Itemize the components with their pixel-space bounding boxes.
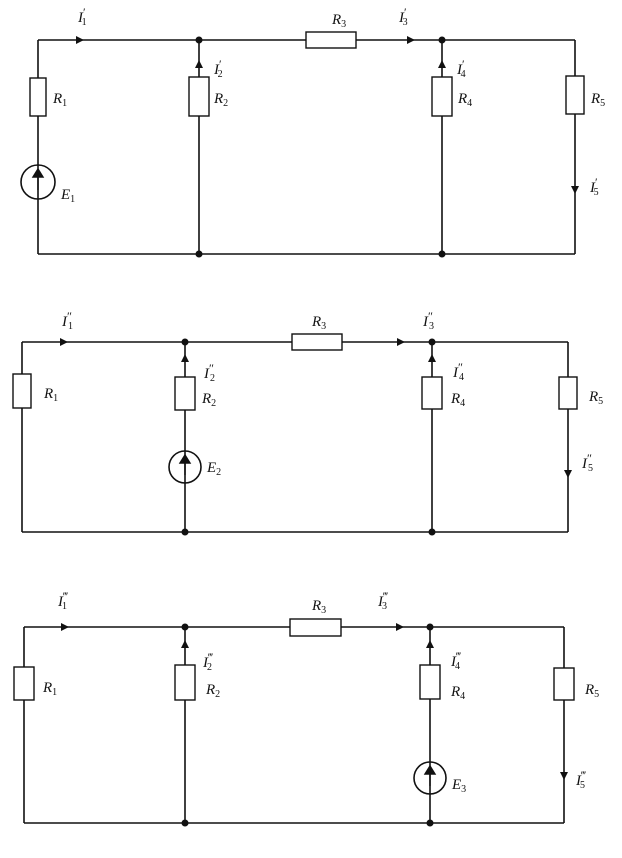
circuit-3-resistor-r5	[553, 667, 575, 701]
circuit-3: R1 R2 R3 R4 R5 E3 I‴1 I‴2 I‴3 I‴4 I‴5	[13, 589, 599, 827]
circuit-2-label-r5: R5	[588, 389, 603, 407]
circuit-1-label-r3: R3	[331, 12, 346, 30]
circuit-1-node-top-r4	[438, 36, 446, 44]
circuit-2-label-i2: I″2	[203, 361, 215, 384]
circuit-2-resistor-r1	[12, 373, 32, 409]
circuit-3-label-i3: I‴3	[377, 589, 388, 612]
circuit-1-i1-arrow-icon	[76, 36, 84, 44]
circuit-2-label-r2: R2	[201, 391, 216, 409]
circuit-3-i5-arrow-icon	[560, 772, 568, 780]
circuit-1-label-i4: I′4	[456, 57, 466, 80]
circuit-1-i4-arrow-icon	[438, 60, 446, 68]
circuit-1-label-i3: I′3	[398, 5, 408, 28]
circuit-2-label-r1: R1	[43, 386, 58, 404]
circuit-2: R1 R2 R3 R4 R5 E2 I″1 I″2 I″3 I″4 I″5	[12, 309, 603, 536]
circuit-1-resistor-r2	[188, 76, 210, 117]
circuit-2-node-bottom-r4	[428, 528, 436, 536]
circuit-3-label-r1: R1	[42, 680, 57, 698]
circuit-3-label-i1: I‴1	[57, 589, 68, 612]
circuit-1-label-i5: I′5	[589, 175, 599, 198]
circuit-1-node-bottom-r2	[195, 250, 203, 258]
circuit-2-label-i3: I″3	[422, 309, 434, 332]
circuit-3-label-r4: R4	[450, 684, 465, 702]
circuit-1-source-arrow-icon	[31, 167, 45, 190]
circuit-2-node-top-r4	[428, 338, 436, 346]
circuit-2-node-bottom-r2	[181, 528, 189, 536]
circuit-3-node-top-r4	[426, 623, 434, 631]
circuit-2-resistor-r5	[558, 376, 578, 410]
circuit-1-node-top-r2	[195, 36, 203, 44]
circuit-3-source-arrow-icon	[423, 764, 437, 786]
circuit-1-voltage-source-e1	[20, 164, 56, 200]
circuit-3-label-r3: R3	[311, 598, 326, 616]
circuit-2-label-e2: E2	[206, 460, 221, 478]
circuit-3-resistor-r1	[13, 666, 35, 701]
circuit-1-label-i1: I′1	[77, 5, 87, 28]
circuit-1: R1 R2 R3 R4 R5 E1 I′1 I′2 I′3 I′4 I′5	[20, 5, 605, 258]
circuit-3-resistor-r4	[419, 664, 441, 700]
circuit-1-resistor-r3	[305, 31, 357, 49]
circuit-2-label-i5: I″5	[581, 451, 593, 474]
circuit-2-voltage-source-e2	[168, 450, 202, 484]
circuit-1-label-r5: R5	[590, 91, 605, 109]
circuit-2-i5-arrow-icon	[564, 470, 572, 478]
circuit-2-label-i1: I″1	[61, 309, 73, 332]
circuit-2-node-top-r2	[181, 338, 189, 346]
circuit-3-label-r2: R2	[205, 682, 220, 700]
circuit-3-voltage-source-e3	[413, 761, 447, 795]
circuit-1-resistor-r4	[431, 76, 453, 117]
circuit-3-node-top-r2	[181, 623, 189, 631]
circuit-1-i5-arrow-icon	[571, 186, 579, 194]
circuit-1-resistor-r1	[29, 77, 47, 117]
circuit-1-label-r1: R1	[52, 91, 67, 109]
circuit-2-resistor-r4	[421, 376, 443, 410]
circuit-2-i3-arrow-icon	[397, 338, 405, 346]
circuit-3-node-bottom-r2	[181, 819, 189, 827]
circuit-3-label-i4: I‴4	[450, 649, 461, 672]
circuit-1-resistor-r5	[565, 75, 585, 115]
circuit-3-resistor-r3	[289, 618, 342, 637]
circuit-1-i3-arrow-icon	[407, 36, 415, 44]
circuit-2-i2-arrow-icon	[181, 354, 189, 362]
circuit-1-i2-arrow-icon	[195, 60, 203, 68]
circuit-2-i4-arrow-icon	[428, 354, 436, 362]
circuit-1-node-bottom-r4	[438, 250, 446, 258]
circuit-3-label-i5: I‴5	[575, 768, 586, 791]
circuit-1-label-i2: I′2	[213, 57, 223, 80]
circuit-2-source-arrow-icon	[178, 453, 192, 475]
circuit-1-label-r2: R2	[213, 91, 228, 109]
circuit-3-i4-arrow-icon	[426, 640, 434, 648]
circuit-3-i2-arrow-icon	[181, 640, 189, 648]
circuit-2-i1-arrow-icon	[60, 338, 68, 346]
circuit-3-node-bottom-r4	[426, 819, 434, 827]
circuit-1-label-e1: E1	[60, 187, 75, 205]
circuit-2-label-r4: R4	[450, 391, 465, 409]
circuit-3-label-i2: I‴2	[202, 650, 213, 673]
circuit-3-label-e3: E3	[451, 777, 466, 795]
circuit-2-resistor-r3	[291, 333, 343, 351]
circuit-3-resistor-r2	[174, 664, 196, 701]
circuit-2-label-r3: R3	[311, 314, 326, 332]
circuit-2-resistor-r2	[174, 376, 196, 411]
circuit-3-i3-arrow-icon	[396, 623, 404, 631]
circuit-1-label-r4: R4	[457, 91, 472, 109]
circuit-3-label-r5: R5	[584, 682, 599, 700]
circuit-3-i1-arrow-icon	[61, 623, 69, 631]
circuit-2-label-i4: I″4	[452, 360, 464, 383]
